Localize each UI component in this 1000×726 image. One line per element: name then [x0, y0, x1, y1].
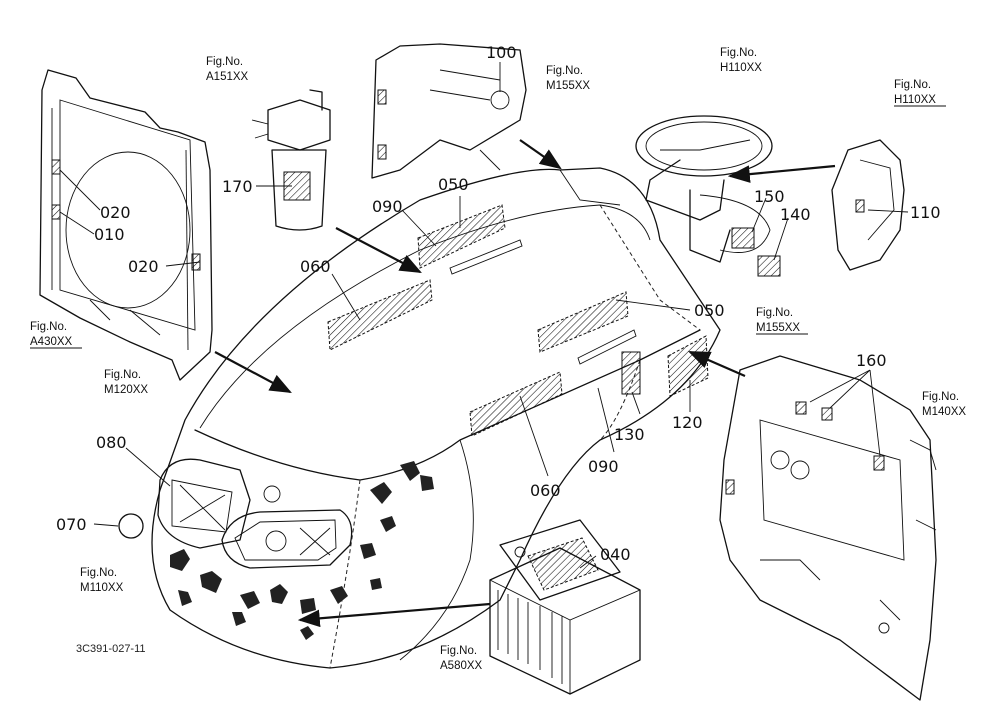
hood-badge	[118, 513, 144, 539]
callout-020: 020	[128, 257, 159, 276]
figref-prefix: Fig.No.	[720, 47, 757, 59]
callout-160: 160	[856, 351, 887, 370]
callout-080: 080	[96, 433, 127, 452]
hood-decals	[327, 204, 709, 437]
figref-h110: H110XX	[894, 94, 936, 106]
figref-prefix: Fig.No.	[440, 645, 477, 657]
figref-prefix: Fig.No.	[546, 65, 583, 77]
callout-040: 040	[600, 545, 631, 564]
radiator-shroud	[39, 69, 213, 381]
callout-140: 140	[780, 205, 811, 224]
callout-020: 020	[100, 203, 131, 222]
figref-prefix: Fig.No.	[104, 369, 141, 381]
callout-150: 150	[754, 187, 785, 206]
steering-assembly	[635, 115, 781, 277]
figref-h110: H110XX	[720, 62, 762, 74]
fuel-filter	[251, 89, 331, 231]
battery	[489, 519, 641, 695]
figref-a580: A580XX	[440, 660, 483, 672]
figref-prefix: Fig.No.	[206, 56, 243, 68]
callout-170: 170	[222, 177, 253, 196]
figref-prefix: Fig.No.	[894, 79, 931, 91]
callout-010: 010	[94, 225, 125, 244]
leader-lines	[59, 62, 909, 569]
rear-dash-panel	[719, 355, 937, 701]
document-id: 3C391-027-11	[76, 643, 146, 655]
figref-m155: M155XX	[756, 322, 800, 334]
callout-110: 110	[910, 203, 941, 222]
figref-prefix: Fig.No.	[922, 391, 959, 403]
callout-070: 070	[56, 515, 87, 534]
callout-060: 060	[300, 257, 331, 276]
figref-m155: M155XX	[546, 80, 590, 92]
callout-120: 120	[672, 413, 703, 432]
figref-prefix: Fig.No.	[30, 321, 67, 333]
callout-numbers: 020 010 020 170 100 050 090 060 050 090 …	[56, 43, 941, 564]
figref-m140: M140XX	[922, 406, 966, 418]
rear-top-panel	[371, 43, 527, 179]
figref-m120: M120XX	[104, 384, 148, 396]
callout-050: 050	[694, 301, 725, 320]
figref-a151: A151XX	[206, 71, 249, 83]
callout-090: 090	[588, 457, 619, 476]
front-grille	[157, 458, 353, 569]
callout-100: 100	[486, 43, 517, 62]
callout-090: 090	[372, 197, 403, 216]
figref-a430: A430XX	[30, 336, 73, 348]
assembly-arrows	[214, 139, 836, 628]
figref-m110: M110XX	[80, 582, 124, 594]
figref-prefix: Fig.No.	[756, 307, 793, 319]
figure-references: Fig.No. A151XX Fig.No. A430XX Fig.No. M1…	[30, 47, 966, 672]
callout-130: 130	[614, 425, 645, 444]
figref-prefix: Fig.No.	[80, 567, 117, 579]
callout-060: 060	[530, 481, 561, 500]
callout-050: 050	[438, 175, 469, 194]
column-cover	[831, 139, 905, 271]
